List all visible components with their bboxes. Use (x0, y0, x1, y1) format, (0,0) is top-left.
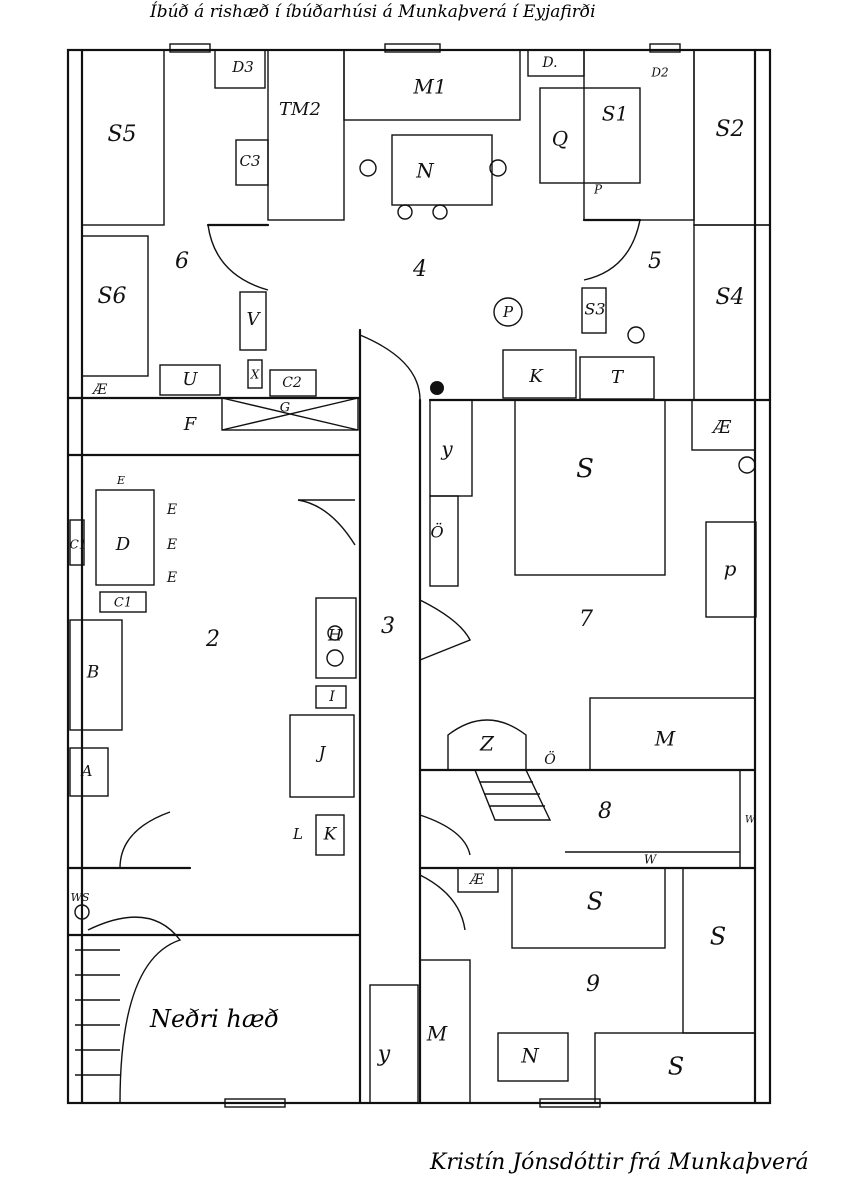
walls (66, 43, 772, 1108)
floor-label: Neðri hæð (150, 1005, 279, 1033)
signature: Kristín Jónsdóttir frá Munkaþverá (430, 1150, 809, 1175)
plan-title: Íbúð á rishæð í íbúðarhúsi á Munkaþverá … (150, 2, 596, 22)
